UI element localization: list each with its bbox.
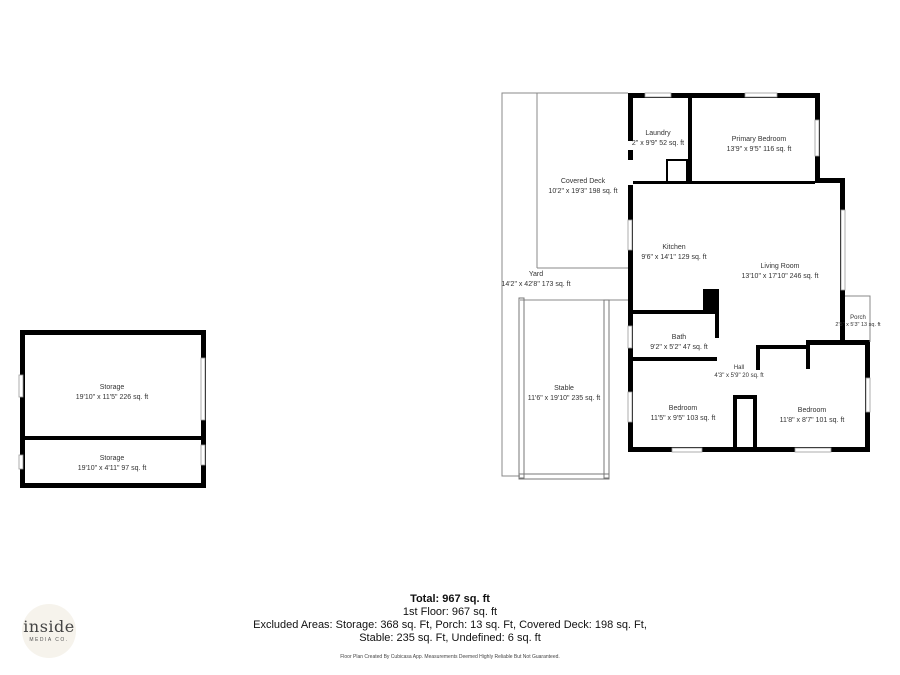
- bath-dims: 9'2" x 5'2" 47 sq. ft: [650, 344, 708, 351]
- house-windows: [627, 92, 871, 453]
- kitchen-dims: 9'6" x 14'1" 129 sq. ft: [641, 254, 706, 261]
- bedroom-right-dims: 11'8" x 8'7" 101 sq. ft: [780, 417, 845, 424]
- stable-outline: [518, 297, 610, 480]
- yard-dims: 14'2" x 42'8" 173 sq. ft: [501, 281, 570, 288]
- total-area: Total: 967 sq. ft: [410, 593, 490, 605]
- kitchen-name: Kitchen: [662, 244, 685, 251]
- hall-dims: 4'3" x 5'9" 20 sq. ft: [714, 373, 764, 379]
- bedroom-right-name: Bedroom: [798, 407, 827, 414]
- house-walls: [628, 93, 870, 452]
- bedroom-left-dims: 11'5" x 9'5" 103 sq. ft: [651, 415, 716, 422]
- porch-outline: [845, 295, 871, 342]
- storage-small-name: Storage: [100, 455, 125, 462]
- living-room-dims: 13'10" x 17'10" 246 sq. ft: [742, 273, 819, 280]
- yard-name: Yard: [529, 271, 543, 278]
- stable-name: Stable: [554, 385, 574, 392]
- storage-small-dims: 19'10" x 4'11" 97 sq. ft: [78, 465, 147, 472]
- storage-large-name: Storage: [100, 384, 125, 391]
- excluded-areas-line1: Excluded Areas: Storage: 368 sq. Ft, Por…: [253, 619, 647, 631]
- stable-dims: 11'6" x 19'10" 235 sq. ft: [528, 395, 601, 402]
- bath-name: Bath: [672, 334, 687, 341]
- yard-outline: [501, 92, 628, 477]
- porch-name: Porch: [850, 315, 866, 321]
- inside-media-logo: inside MEDIA CO.: [22, 604, 76, 658]
- credit-note: Floor Plan Created By Cubicasa App. Meas…: [340, 654, 560, 660]
- primary-bedroom-dims: 13'9" x 9'5" 116 sq. ft: [727, 146, 792, 153]
- covered-deck-name: Covered Deck: [561, 178, 606, 185]
- hall-name: Hall: [734, 365, 744, 371]
- storage-building: [18, 330, 206, 488]
- covered-deck-dims: 10'2" x 19'3" 198 sq. ft: [548, 188, 617, 195]
- bedroom-left-name: Bedroom: [669, 405, 698, 412]
- storage-large-dims: 19'10" x 11'5" 226 sq. ft: [76, 394, 149, 401]
- first-floor-area: 1st Floor: 967 sq. ft: [402, 606, 498, 618]
- porch-dims: 2'5" x 5'3" 13 sq. ft: [835, 322, 881, 328]
- logo-main-text: inside: [23, 617, 75, 636]
- excluded-areas-line2: Stable: 235 sq. Ft, Undefined: 6 sq. ft: [359, 632, 541, 644]
- logo-sub-text: MEDIA CO.: [29, 637, 69, 643]
- laundry-name: Laundry: [645, 130, 671, 137]
- living-room-name: Living Room: [761, 263, 800, 270]
- primary-bedroom-name: Primary Bedroom: [732, 136, 787, 143]
- laundry-dims: 2" x 9'9" 52 sq. ft: [632, 140, 684, 147]
